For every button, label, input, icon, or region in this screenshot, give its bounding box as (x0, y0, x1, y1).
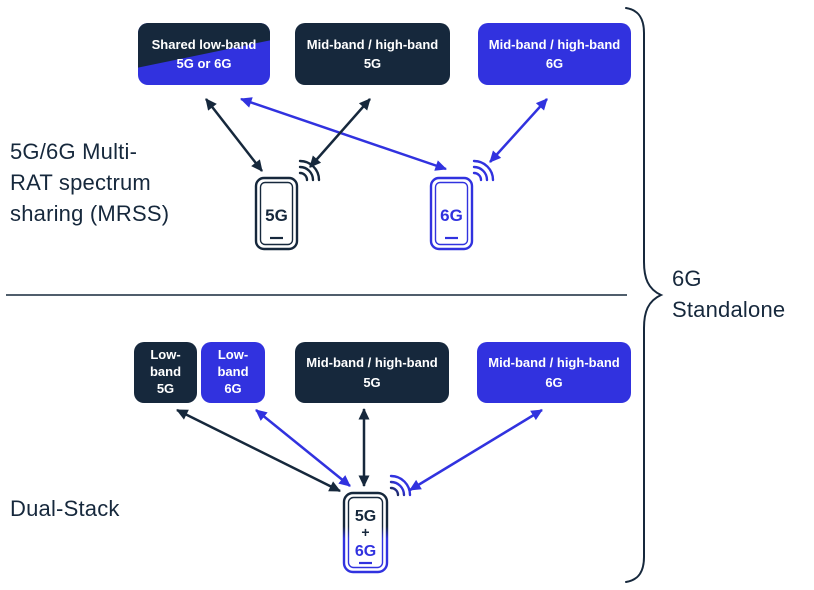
band-box-label: Mid-band / high-band 6G (488, 355, 620, 390)
band-box-label: Shared low-band 5G or 6G (151, 36, 257, 72)
signal-arcs-icon (472, 159, 495, 182)
phone-5g-plus-6g: 5G + 6G (342, 474, 412, 574)
band-box-label: Low- band 5G (149, 347, 182, 396)
signal-arcs-icon (298, 159, 321, 182)
dual-phone-plus-label: + (361, 524, 369, 540)
arrow-low6g-to-dual-phone (255, 409, 351, 487)
band-box-label: Low- band 6G (217, 347, 249, 396)
band-box-low-band-6g: Low- band 6G (201, 342, 265, 403)
standalone-label: 6G Standalone (672, 266, 786, 322)
arrow-low5g-to-dual-phone (176, 408, 341, 493)
phone-6g-label: 6G (440, 206, 463, 225)
dual-phone-6g-label: 6G (355, 543, 376, 560)
band-box-label: Mid-band / high-band 5G (306, 355, 438, 390)
band-box-low-band-5g: Low- band 5G (134, 342, 197, 403)
phone-5g-label: 5G (265, 206, 288, 225)
band-box-label: Mid-band / high-band 6G (488, 36, 621, 72)
band-box-mid-high-5g-bottom: Mid-band / high-band 5G (295, 342, 449, 403)
band-box-mid-high-6g-bottom: Mid-band / high-band 6G (477, 342, 631, 403)
arrow-shared-to-5g-phone (205, 98, 263, 172)
arrow-shared-to-6g-phone (240, 97, 447, 171)
arrow-mid6g-to-6g-phone (489, 98, 548, 163)
signal-arcs-icon (389, 474, 412, 497)
phone-6g: 6G (429, 159, 495, 251)
dual-stack-section-title: Dual-Stack (10, 496, 120, 521)
band-box-shared-low-band: Shared low-band 5G or 6G (138, 23, 270, 85)
mrss-section-title: 5G/6G Multi- RAT spectrum sharing (MRSS) (10, 139, 170, 226)
phone-5g: 5G (254, 159, 321, 251)
band-box-mid-high-6g-top: Mid-band / high-band 6G (478, 23, 631, 85)
band-box-mid-high-5g-top: Mid-band / high-band 5G (295, 23, 450, 85)
band-box-label: Mid-band / high-band 5G (306, 36, 439, 72)
standalone-brace (625, 7, 664, 583)
dual-phone-5g-label: 5G (355, 508, 376, 525)
arrow-mid5g-to-5g-phone (309, 98, 371, 168)
arrow-mid6g-to-dual-phone (409, 408, 543, 492)
